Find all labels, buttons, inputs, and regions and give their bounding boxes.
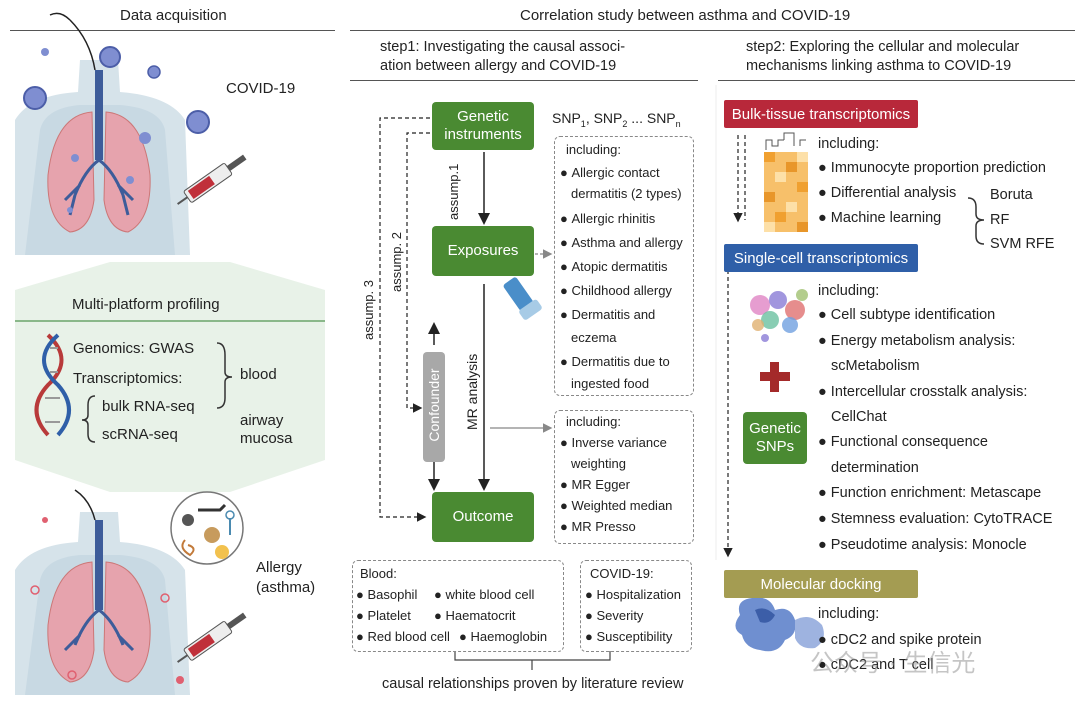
- exposure-item-cont: dermatitis (2 types): [571, 186, 682, 201]
- exposure-item: ● Childhood allergy: [560, 283, 672, 298]
- method-item: ● Weighted median: [560, 498, 673, 513]
- blood-item: ● Haematocrit: [434, 608, 516, 623]
- covid-title: COVID-19:: [590, 566, 654, 581]
- sc-item-cont: CellChat: [831, 409, 887, 425]
- molecular-docking-title: Molecular docking: [724, 570, 918, 598]
- sc-including: including:: [818, 283, 880, 299]
- step1-rule: [350, 80, 698, 81]
- bulk-item: ● Differential analysis: [818, 185, 957, 201]
- sc-item: ● Pseudotime analysis: Monocle: [818, 537, 1027, 553]
- exposure-item: ● Allergic rhinitis: [560, 211, 656, 226]
- airway-mucosa-label: airway mucosa: [240, 412, 293, 447]
- step2-header: step2: Exploring the cellular and molecu…: [746, 39, 1020, 74]
- scrnaseq-label: scRNA-seq: [102, 426, 178, 443]
- rnaseq-brace: [81, 395, 96, 443]
- step1-header: step1: Investigating the causal associ- …: [380, 39, 626, 74]
- dock-including: including:: [818, 606, 880, 622]
- exposure-list-box: [554, 136, 694, 396]
- ml-method-svm: SVM RFE: [990, 236, 1055, 252]
- exposure-item: ● Allergic contact: [560, 165, 660, 180]
- sc-item: ● Intercellular crosstalk analysis:: [818, 384, 1028, 400]
- covid-item: ● Severity: [585, 608, 644, 623]
- genomics-label: Genomics: GWAS: [73, 340, 195, 357]
- sc-item: ● Energy metabolism analysis:: [818, 333, 1016, 349]
- sc-item: ● Functional consequence: [818, 434, 988, 450]
- data-acquisition-header: Data acquisition: [120, 7, 227, 24]
- exposures-box: Exposures: [432, 226, 534, 276]
- exposure-item-cont: ingested food: [571, 376, 650, 391]
- blood-title: Blood:: [360, 566, 397, 581]
- virus-particles: [23, 46, 210, 213]
- sc-item-cont: scMetabolism: [831, 358, 920, 374]
- blood-item: ● Red blood cell: [356, 629, 450, 644]
- exposure-item-cont: eczema: [571, 330, 617, 345]
- header-rule-right: [350, 30, 1075, 31]
- transcriptomics-label: Transcriptomics:: [73, 370, 183, 387]
- syringe-top: [177, 154, 247, 205]
- watermark: 公众号 · 生信光: [810, 650, 976, 677]
- correlation-study-header: Correlation study between asthma and COV…: [520, 7, 851, 24]
- sc-item: ● Function enrichment: Metascape: [818, 485, 1042, 501]
- blood-label: blood: [240, 366, 277, 383]
- lungs-top: [47, 12, 151, 233]
- sc-item: ● Stemness evaluation: CytoTRACE: [818, 511, 1053, 527]
- blood-item: ● Haemoglobin: [459, 629, 548, 644]
- covid-item: ● Susceptibility: [585, 629, 673, 644]
- dna-helix: [34, 333, 71, 437]
- sc-item: ● Cell subtype identification: [818, 307, 996, 323]
- blood-item: ● Basophil: [356, 587, 418, 602]
- exposure-item: ● Dermatitis and: [560, 307, 656, 322]
- covid-label: COVID-19: [226, 80, 296, 97]
- bulk-item: ● Immunocyte proportion prediction: [818, 160, 1046, 176]
- allergen-circle: [170, 491, 244, 565]
- blood-outcome-box: [352, 560, 564, 652]
- exposure-list-title: including:: [566, 142, 621, 157]
- confounder-box: Confounder: [423, 352, 445, 462]
- exposure-item: ● Asthma and allergy: [560, 235, 683, 250]
- method-list-title: including:: [566, 414, 621, 429]
- blood-item: ● Platelet: [356, 608, 411, 623]
- exposure-item: ● Atopic dermatitis: [560, 259, 668, 274]
- dock-item: ● cDC2 and spike protein: [818, 632, 982, 648]
- blood-item: ● white blood cell: [434, 587, 535, 602]
- bulk-item: ● Machine learning: [818, 210, 942, 226]
- single-cell-title: Single-cell transcriptomics: [724, 244, 918, 272]
- profiling-title: Multi-platform profiling: [72, 296, 220, 313]
- method-item-cont: weighting: [571, 456, 626, 471]
- covid-item: ● Hospitalization: [585, 587, 682, 602]
- syringe-bottom: [177, 612, 247, 663]
- bulk-tissue-title: Bulk-tissue transcriptomics: [724, 100, 918, 128]
- allergy-label: Allergy (asthma): [256, 559, 316, 596]
- covid-outcome-box: [580, 560, 692, 652]
- profiling-box: [15, 262, 325, 492]
- method-list-box: [554, 410, 694, 544]
- method-item: ● Inverse variance: [560, 435, 667, 450]
- exposure-item: ● Dermatitis due to: [560, 354, 670, 369]
- sc-item-cont: determination: [831, 460, 919, 476]
- ml-method-boruta: Boruta: [990, 187, 1033, 203]
- ml-method-rf: RF: [990, 212, 1010, 228]
- outcome-box: Outcome: [432, 492, 534, 542]
- header-rule-left: [10, 30, 335, 31]
- method-item: ● MR Egger: [560, 477, 630, 492]
- blood-brace: [216, 342, 233, 409]
- literature-footer: causal relationships proven by literatur…: [382, 676, 684, 692]
- lungs-bottom: [30, 489, 184, 684]
- method-item: ● MR Presso: [560, 519, 636, 534]
- dock-item: ● cDC2 and T cell: [818, 657, 934, 673]
- snp-list: SNP1, SNP2 ... SNPn: [552, 110, 681, 129]
- step2-rule: [718, 80, 1075, 81]
- bulk-including: including:: [818, 136, 880, 152]
- bulk-rnaseq-label: bulk RNA-seq: [102, 398, 195, 415]
